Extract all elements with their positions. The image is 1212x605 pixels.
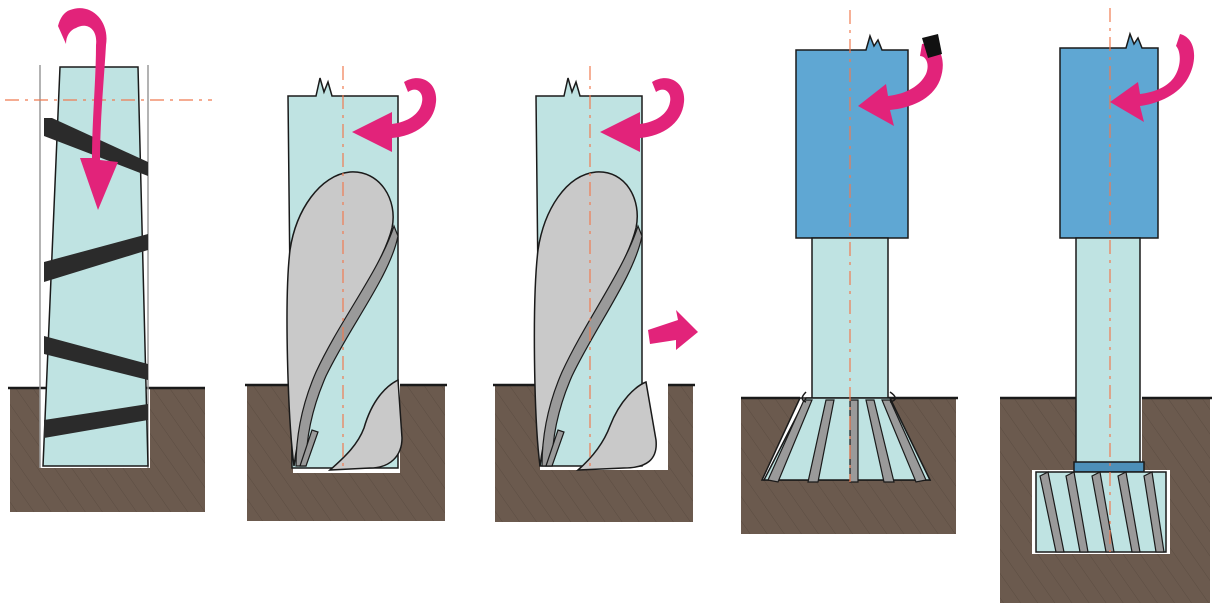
panel-t-slot-cutter bbox=[1000, 8, 1212, 603]
panel-helical-end-mill bbox=[245, 66, 447, 521]
cutter-tooth bbox=[850, 400, 858, 482]
tool-holder bbox=[796, 36, 908, 238]
tool-holder bbox=[1060, 34, 1158, 238]
panel-dovetail-cutter bbox=[741, 10, 958, 534]
feed-arrow-icon bbox=[648, 310, 698, 350]
tool-shank bbox=[1076, 238, 1140, 466]
panel-tapered-tool bbox=[5, 8, 212, 512]
cutter-hub bbox=[1074, 462, 1144, 472]
panel-helical-end-mill-feed bbox=[493, 66, 698, 522]
